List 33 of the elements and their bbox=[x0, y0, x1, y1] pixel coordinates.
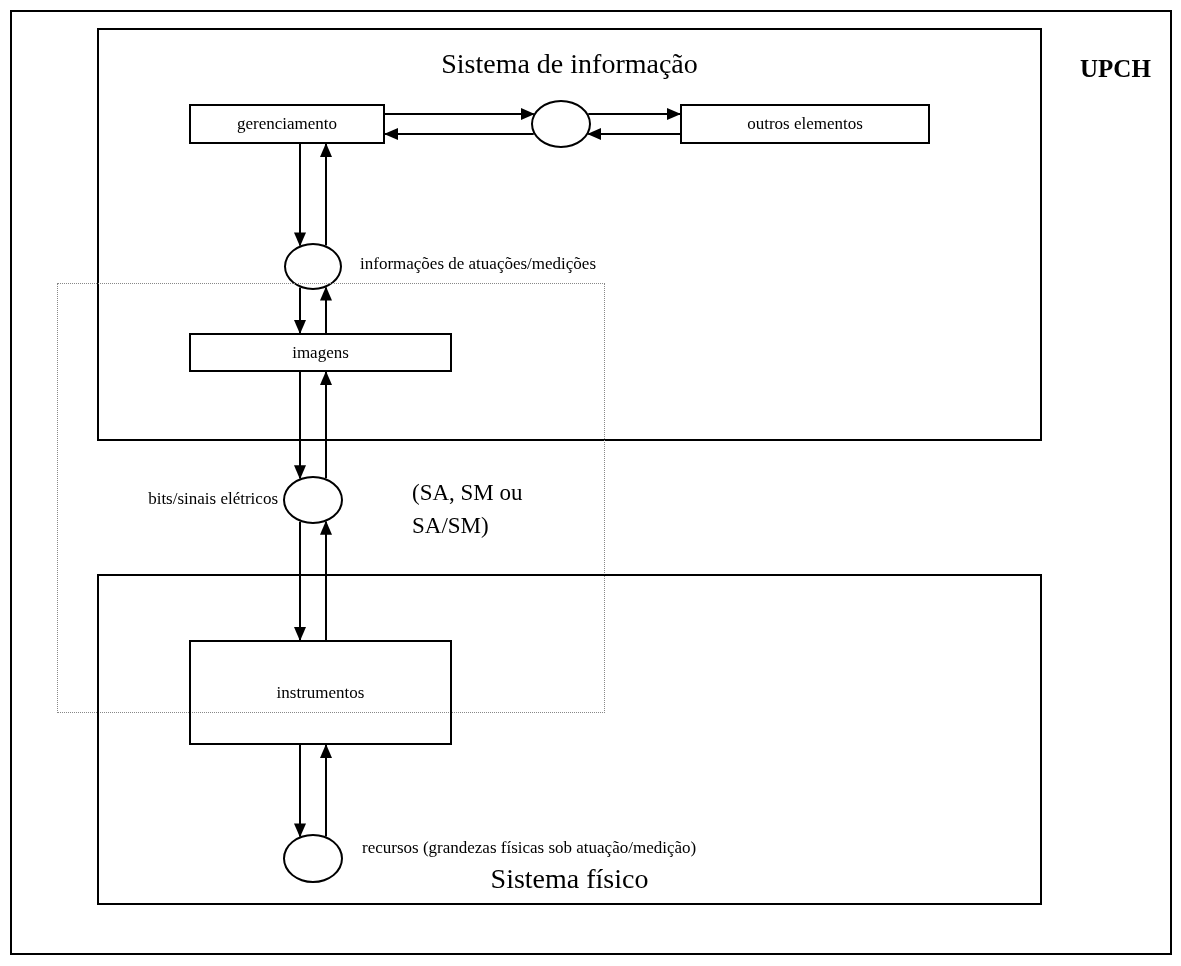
process-box bbox=[189, 104, 385, 144]
node-caption: recursos (grandezas físicas sob atuação/medição) bbox=[362, 838, 698, 858]
arrow bbox=[384, 128, 535, 140]
arrow bbox=[587, 108, 681, 120]
circle-node bbox=[283, 476, 343, 524]
arrow bbox=[294, 143, 306, 247]
box-label: instrumentos bbox=[276, 682, 365, 703]
arrow bbox=[320, 286, 332, 334]
arrow bbox=[320, 520, 332, 641]
system-title: Sistema físico bbox=[490, 863, 649, 896]
arrow bbox=[294, 520, 306, 641]
arrow bbox=[320, 371, 332, 480]
arrow bbox=[320, 744, 332, 838]
system-title: Sistema de informação bbox=[441, 47, 698, 80]
node-caption: informações de atuações/medições bbox=[360, 254, 597, 274]
node-caption: bits/sinais elétricos bbox=[147, 489, 278, 509]
boundary-label: (SA, SM ou SA/SM) bbox=[412, 479, 524, 541]
circle-node bbox=[531, 100, 591, 148]
arrow bbox=[294, 371, 306, 480]
system-box bbox=[97, 28, 1042, 441]
circle-node bbox=[284, 243, 342, 290]
process-box bbox=[189, 333, 452, 372]
box-label: imagens bbox=[292, 342, 349, 363]
process-box bbox=[680, 104, 930, 144]
box-label: outros elementos bbox=[747, 114, 863, 134]
box-label: gerenciamento bbox=[236, 114, 338, 134]
arrow bbox=[294, 744, 306, 838]
dotted-boundary bbox=[57, 283, 605, 713]
circle-node bbox=[283, 834, 343, 883]
arrow bbox=[384, 108, 535, 120]
corner-label: UPCH bbox=[1080, 55, 1151, 83]
arrow bbox=[587, 128, 681, 140]
system-box bbox=[97, 574, 1042, 905]
